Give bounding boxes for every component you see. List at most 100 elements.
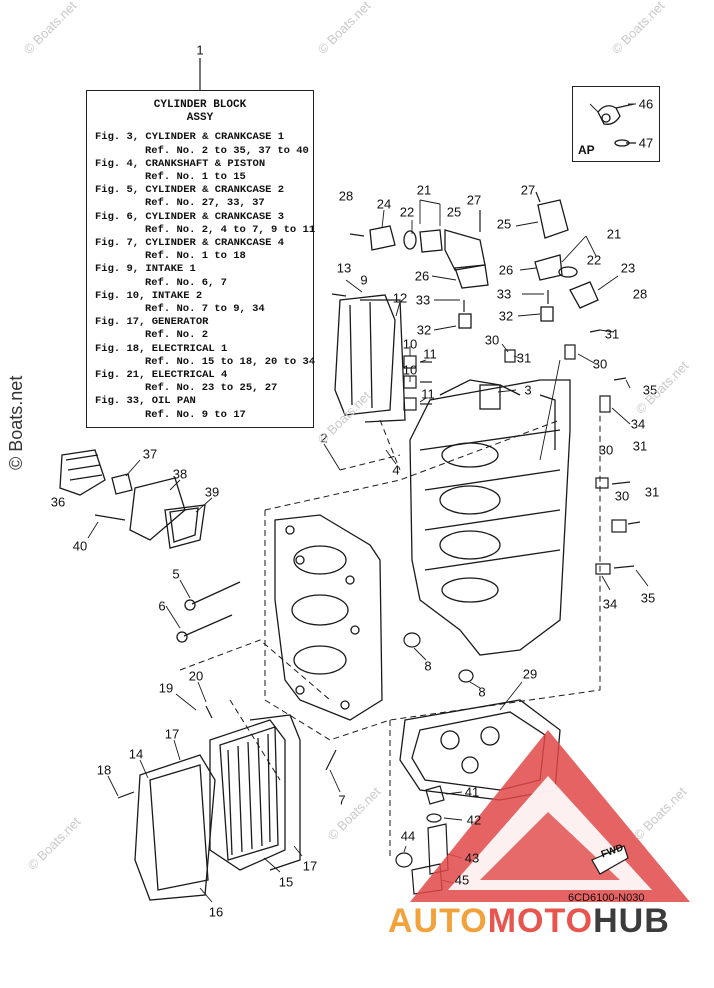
callout-6: 6 [158, 598, 166, 614]
callout-25b: 25 [496, 216, 512, 232]
callout-40: 40 [72, 538, 88, 554]
ref-label: Ref. No. 2 to 35, 37 to 40 [145, 144, 309, 157]
fig-label: Fig. 5, CYLINDER & CRANKCASE 2 [95, 184, 285, 197]
callout-37: 37 [142, 446, 158, 462]
box-subtitle: ASSY [186, 112, 214, 125]
callout-8: 8 [424, 658, 432, 674]
ap-inset-box [572, 86, 660, 162]
callout-15: 15 [278, 874, 294, 890]
callout-34b: 34 [602, 596, 618, 612]
callout-24: 24 [376, 196, 392, 212]
callout-34: 34 [630, 416, 646, 432]
callout-46: 46 [638, 96, 654, 112]
callout-42: 42 [466, 812, 482, 828]
callout-leaders [87, 103, 649, 903]
assembly-reference-box: CYLINDER BLOCK ASSY Fig. 3, CYLINDER & C… [86, 90, 316, 428]
brand-part-hub: HUB [593, 902, 670, 940]
callout-29: 29 [522, 666, 538, 682]
callout-20: 20 [188, 668, 204, 684]
diagram-code: 6CD6100-N030 [568, 892, 645, 904]
callout-18: 18 [96, 762, 112, 778]
oil-strainer-parts [117, 632, 474, 895]
callout-26b: 26 [498, 262, 514, 278]
callout-4: 4 [392, 462, 400, 478]
callout-30: 30 [484, 332, 500, 348]
callout-31d: 31 [644, 484, 660, 500]
callout-12: 12 [392, 290, 408, 306]
crankcase [274, 514, 383, 721]
long-bolts [176, 581, 241, 643]
callout-21b: 21 [606, 226, 622, 242]
fig-label: Fig. 21, ELECTRICAL 4 [95, 369, 228, 382]
callout-31: 31 [604, 326, 620, 342]
ref-label: Ref. No. 23 to 25, 27 [145, 382, 278, 395]
lower-covers [134, 714, 301, 901]
callout-33b: 33 [496, 286, 512, 302]
callout-30c: 30 [598, 442, 614, 458]
callout-10b: 10 [402, 362, 418, 378]
callout-17: 17 [164, 726, 180, 742]
oil-filter-assembly [59, 449, 206, 549]
ap-inset-parts [597, 103, 636, 147]
callout-30b: 30 [592, 356, 608, 372]
cylinder-block [409, 379, 571, 656]
callout-19: 19 [158, 680, 174, 696]
fig-label: Fig. 18, ELECTRICAL 1 [95, 342, 228, 355]
sensors-bolts [331, 191, 641, 575]
callout-45: 45 [454, 872, 470, 888]
fig-label: Fig. 33, OIL PAN [95, 395, 196, 408]
callout-35: 35 [642, 382, 658, 398]
ref-label: Ref. No. 1 to 18 [145, 250, 246, 263]
ref-label: Ref. No. 2, 4 to 7, 9 to 11 [145, 223, 316, 236]
callout-23: 23 [620, 260, 636, 276]
callout-17b: 17 [302, 858, 318, 874]
callout-28: 28 [338, 188, 354, 204]
brand-part-moto: MOTO [487, 902, 594, 940]
callout-32: 32 [416, 322, 432, 338]
callout-10: 10 [402, 336, 418, 352]
ref-label: Ref. No. 27, 33, 37 [145, 197, 265, 210]
ref-label: Ref. No. 7 to 9, 34 [145, 303, 265, 316]
callout-44: 44 [400, 828, 416, 844]
callout-36: 36 [50, 494, 66, 510]
callout-14: 14 [128, 746, 144, 762]
callout-26: 26 [414, 268, 430, 284]
callout-5: 5 [172, 566, 180, 582]
callout-11b: 11 [421, 386, 435, 402]
fig-label: Fig. 7, CYLINDER & CRANKCASE 4 [95, 237, 285, 250]
ref-label: Ref. No. 9 to 17 [145, 408, 246, 421]
brand-part-auto: AUTO [388, 902, 488, 940]
fig-label: Fig. 4, CRANKSHAFT & PISTON [95, 157, 266, 170]
callout-28b: 28 [632, 286, 648, 302]
brand-wordmark: AUTOMOTOHUB [388, 902, 670, 941]
fig-label: Fig. 6, CYLINDER & CRANKCASE 3 [95, 210, 285, 223]
callout-11: 11 [423, 346, 437, 362]
fig-label: Fig. 10, INTAKE 2 [95, 289, 203, 302]
callout-35b: 35 [640, 590, 656, 606]
ap-label: AP [578, 143, 595, 157]
fig-label: Fig. 9, INTAKE 1 [95, 263, 196, 276]
thermostat-parts [369, 199, 599, 329]
callout-39: 39 [204, 484, 220, 500]
callout-9: 9 [360, 272, 368, 288]
fig-label: Fig. 3, CYLINDER & CRANKCASE 1 [95, 131, 285, 144]
callout-31b: 31 [516, 350, 532, 366]
callout-16: 16 [208, 904, 224, 920]
callout-7: 7 [338, 792, 346, 808]
callout-1: 1 [196, 42, 204, 58]
callout-41: 41 [464, 784, 480, 800]
side-watermark: © Boats.net [6, 375, 26, 470]
callout-38: 38 [172, 466, 188, 482]
callout-47: 47 [638, 135, 654, 151]
ref-label: Ref. No. 15 to 18, 20 to 34 [145, 355, 316, 368]
